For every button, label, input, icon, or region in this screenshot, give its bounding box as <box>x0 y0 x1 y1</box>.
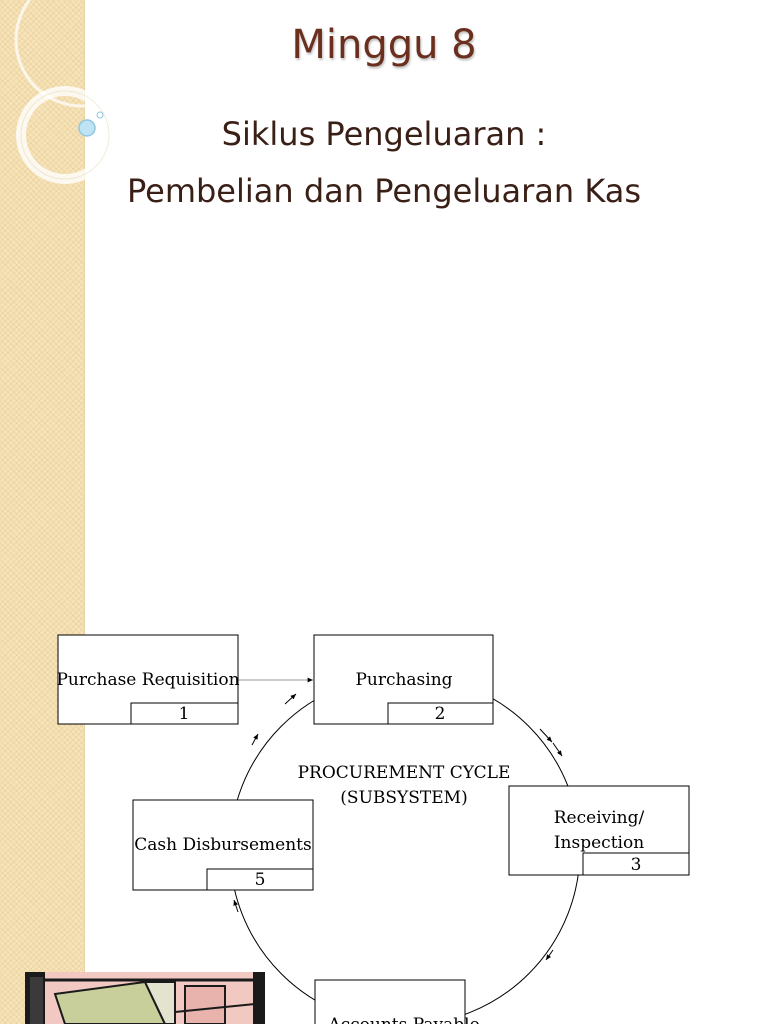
box-label: Cash Disbursements <box>134 835 311 855</box>
decorative-circles <box>14 0 150 184</box>
slide-subtitle-line1: Siklus Pengeluaran : <box>221 115 547 153</box>
slide-title: Minggu 8 <box>291 22 477 68</box>
box-purchase-requisition: Purchase Requisition 1 <box>56 634 240 725</box>
cycle-arrow <box>233 899 239 913</box>
box-receiving-inspection: Receiving/ Inspection 3 <box>508 785 690 876</box>
cycle-center-label-line2: (SUBSYSTEM) <box>340 788 467 808</box>
cycle-arrow <box>545 949 554 961</box>
box-cash-disbursements: Cash Disbursements 5 <box>132 799 314 891</box>
slide-subtitle-line2: Pembelian dan Pengeluaran Kas <box>126 172 642 210</box>
box-purchasing: Purchasing 2 <box>313 634 494 725</box>
box-label-line1: Receiving/ <box>554 808 645 828</box>
box-number: 5 <box>255 870 266 890</box>
box-accounts-payable: Accounts Payable <box>314 979 480 1024</box>
box-label: Purchasing <box>355 670 452 690</box>
cycle-arrow <box>251 733 259 746</box>
cycle-center-label-line1: PROCUREMENT CYCLE <box>298 763 511 783</box>
clipart-image <box>25 972 265 1024</box>
cycle-arrow <box>552 742 563 757</box>
box-number: 2 <box>435 704 446 724</box>
box-number: 3 <box>631 855 642 875</box>
cycle-arrow <box>284 693 297 705</box>
box-label: Accounts Payable <box>327 1015 479 1024</box>
box-label-line2: Inspection <box>554 833 644 853</box>
box-number: 1 <box>179 704 190 724</box>
cycle-arrow <box>539 728 553 743</box>
procurement-cycle-diagram: Purchase Requisition 1 Purchasing 2 PROC… <box>56 634 690 1024</box>
box-label: Purchase Requisition <box>56 670 239 690</box>
